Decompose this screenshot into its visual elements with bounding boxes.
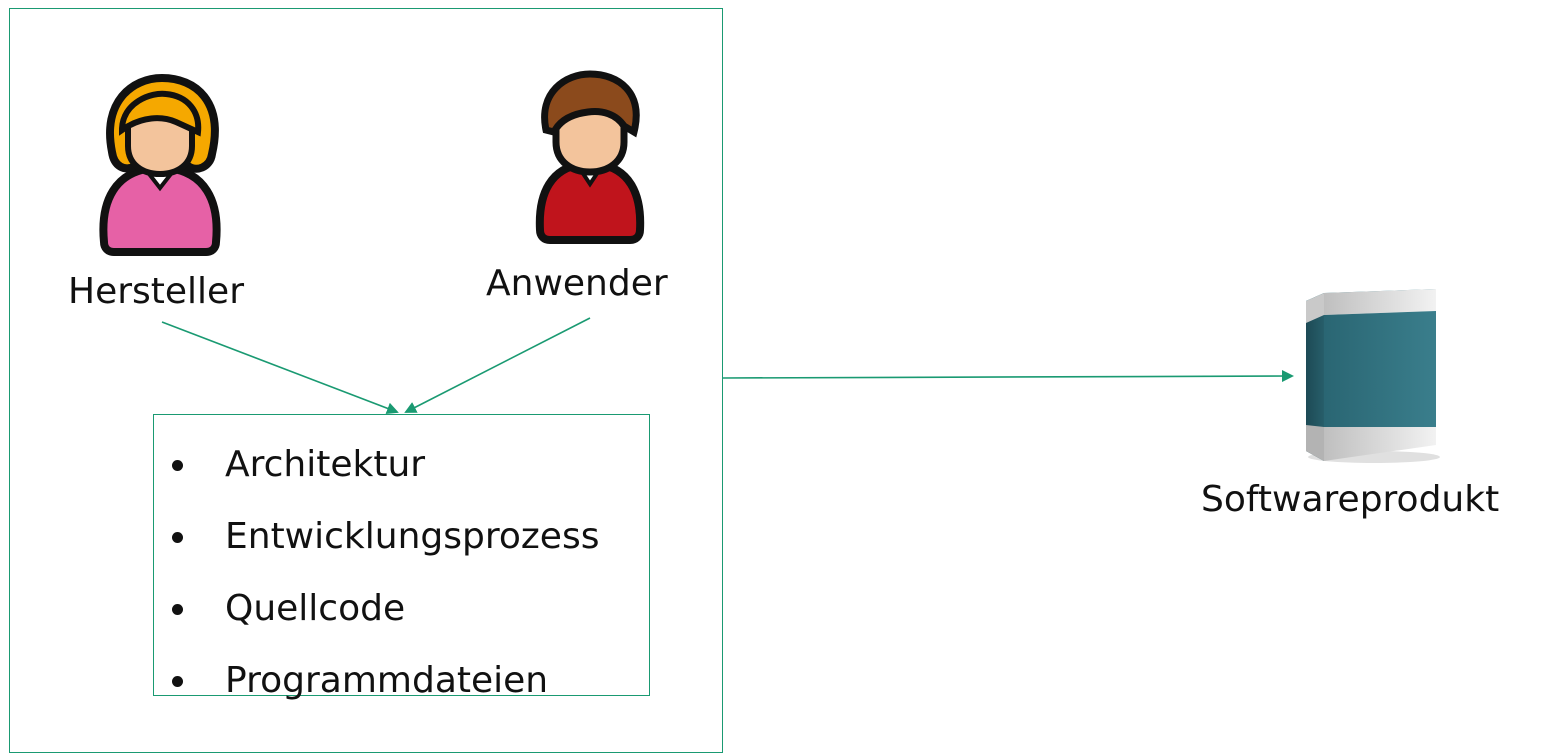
artifact-label: Programmdateien	[225, 660, 549, 701]
manufacturer-person	[92, 72, 228, 256]
user-to-artifacts-arrow	[404, 317, 591, 413]
product-label: Softwareprodukt	[1201, 479, 1500, 520]
manufacturer-label: Hersteller	[68, 271, 244, 312]
artifact-label: Architektur	[225, 444, 426, 485]
bullet-icon	[172, 603, 183, 615]
artifact-item: Entwicklungsprozess	[172, 501, 599, 573]
system-to-product-arrow	[722, 370, 1294, 383]
artifacts-box: Architektur Entwicklungsprozess Quellcod…	[153, 414, 650, 701]
bullet-icon	[172, 675, 183, 687]
user-label: Anwender	[486, 263, 668, 304]
person-male-icon	[535, 70, 645, 244]
user-person	[532, 70, 648, 246]
bullet-icon	[172, 459, 183, 471]
person-female-icon	[99, 73, 221, 256]
artifact-item: Programmdateien	[172, 645, 599, 717]
artifact-item: Quellcode	[172, 573, 599, 645]
artifact-label: Entwicklungsprozess	[225, 516, 600, 557]
bullet-icon	[172, 531, 183, 543]
manufacturer-to-artifacts-arrow	[161, 321, 399, 415]
artifact-label: Quellcode	[225, 588, 406, 629]
software-product	[1296, 285, 1442, 469]
artifacts-list: Architektur Entwicklungsprozess Quellcod…	[172, 429, 599, 717]
artifact-item: Architektur	[172, 429, 599, 501]
software-box-icon	[1306, 289, 1440, 463]
